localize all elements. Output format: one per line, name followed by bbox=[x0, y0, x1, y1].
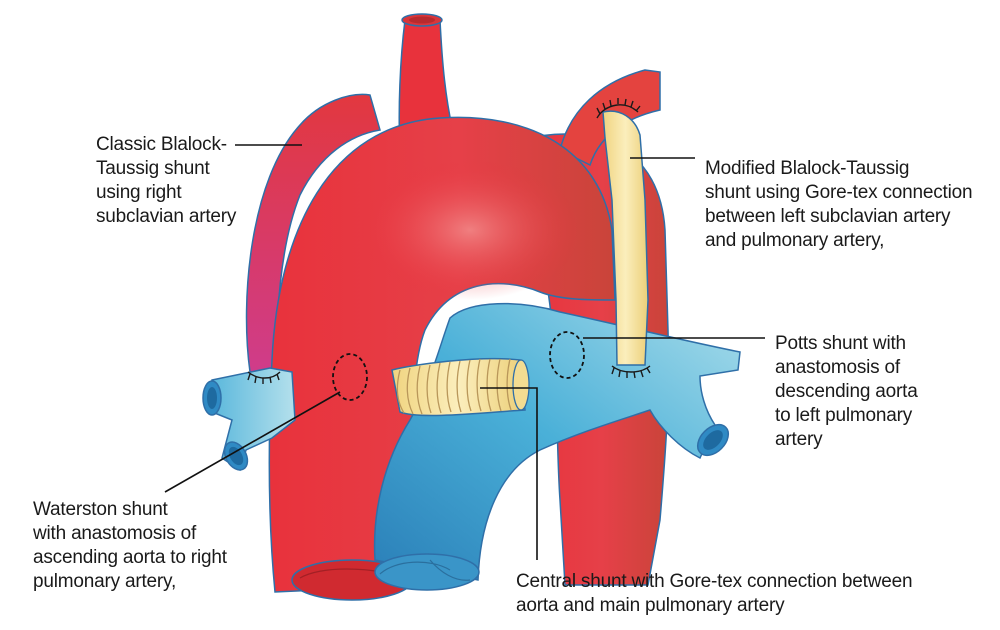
main-pulmonary-artery bbox=[373, 302, 741, 581]
label-modified-blalock-taussig: Modified Blalock-Taussig shunt using Gor… bbox=[705, 158, 973, 251]
vessel-lumen bbox=[228, 446, 244, 466]
pulmonary-root bbox=[374, 553, 480, 591]
label-waterston-shunt: Waterston shunt with anastomosis of asce… bbox=[33, 499, 227, 592]
label-central-shunt: Central shunt with Gore-tex connection b… bbox=[516, 571, 913, 616]
central-shunt-goretex bbox=[391, 357, 530, 417]
vessel-lumen bbox=[207, 387, 217, 409]
potts-anastomosis-site bbox=[549, 331, 585, 379]
classic-bt-sutures bbox=[247, 371, 281, 384]
modified-bt-goretex-graft bbox=[602, 110, 649, 366]
label-potts-shunt: Potts shunt with anastomosis of descendi… bbox=[775, 333, 918, 450]
label-classic-blalock-taussig: Classic Blalock- Taussig shunt using rig… bbox=[96, 134, 237, 227]
modified-bt-sutures-bottom bbox=[611, 365, 651, 379]
leader-waterston bbox=[164, 391, 341, 493]
waterston-anastomosis-site bbox=[332, 353, 368, 401]
leader-central bbox=[480, 387, 538, 560]
modified-bt-sutures-top bbox=[596, 98, 641, 119]
pulmonary-root-line bbox=[379, 559, 471, 581]
vessel-lumen bbox=[703, 430, 723, 450]
vessel-lumen bbox=[409, 16, 435, 24]
aortic-arch-highlight bbox=[360, 160, 580, 300]
classic-bt-subclavian bbox=[245, 93, 381, 373]
leader-lines bbox=[164, 144, 765, 560]
